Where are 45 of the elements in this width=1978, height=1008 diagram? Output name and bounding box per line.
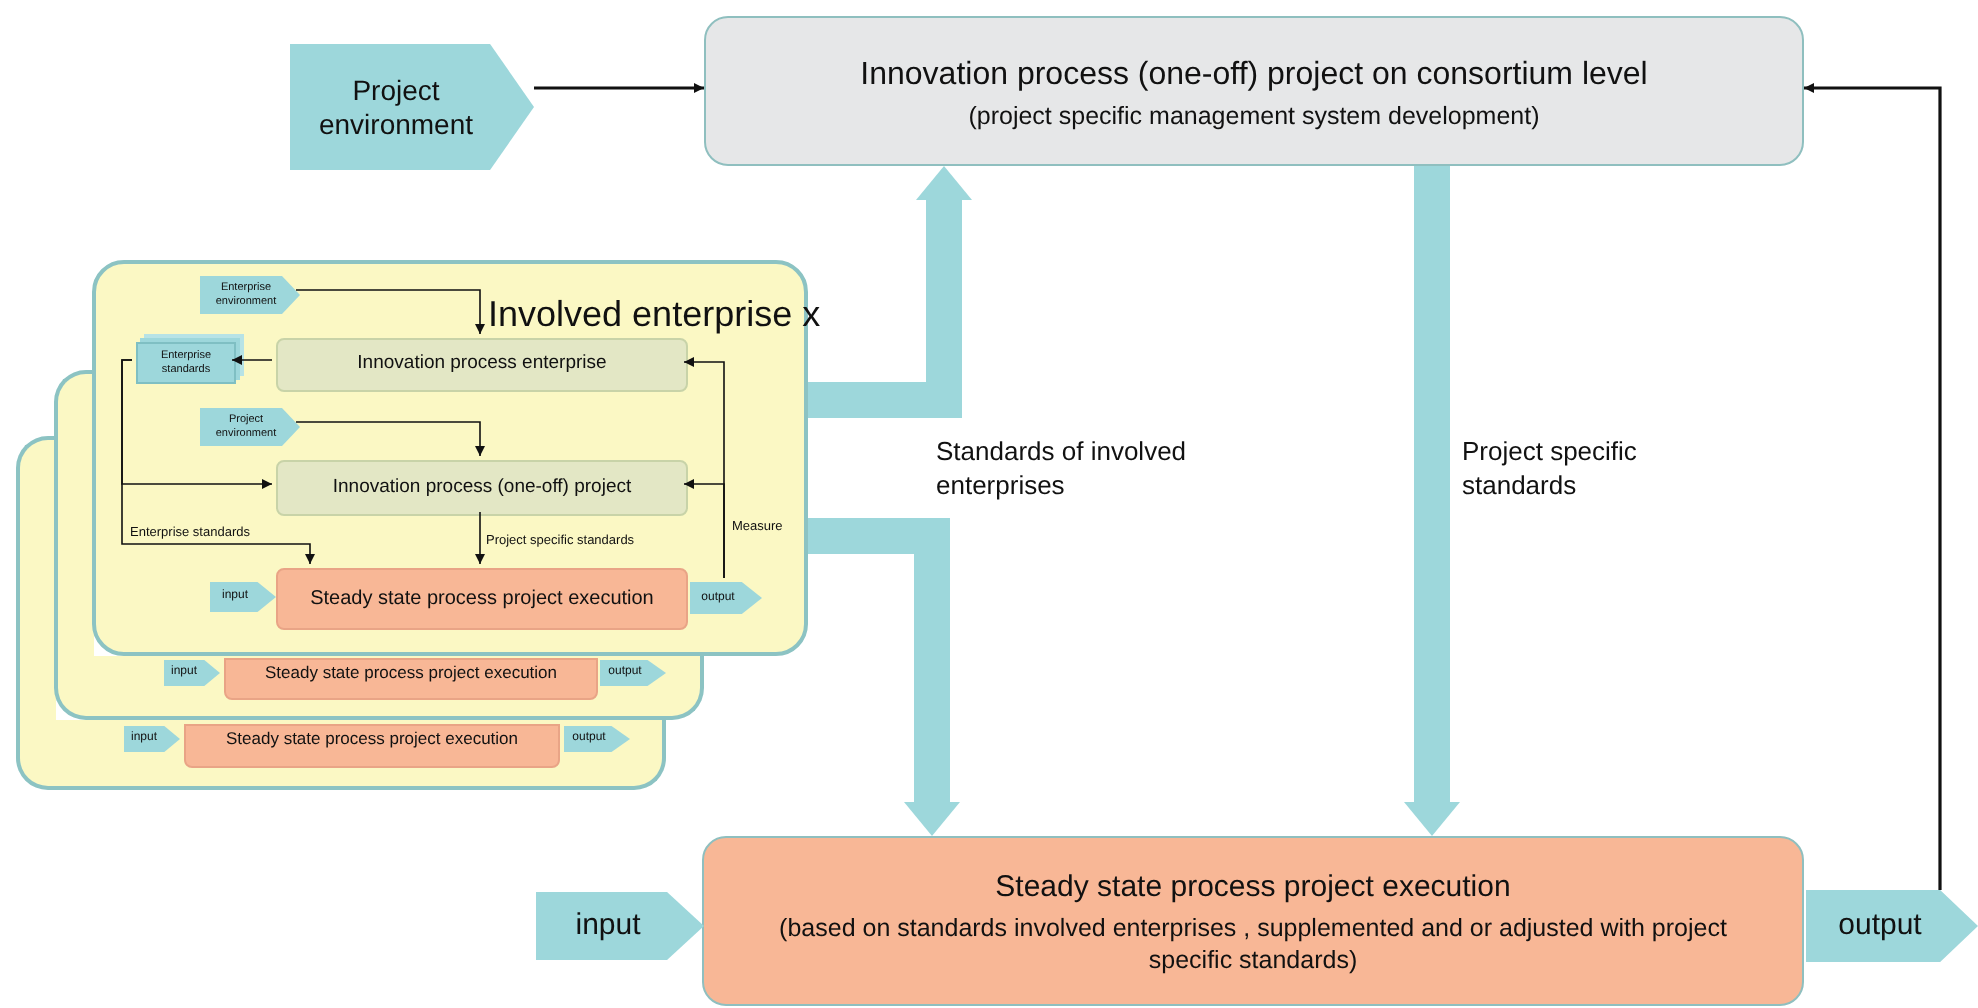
arrow-tag [1806,890,1978,962]
node-label: Innovation process (one-off) project [332,473,632,502]
arrow-tag [210,582,276,612]
node-subtitle: (project specific management system development) [968,99,1540,131]
process-box [276,568,688,630]
block-arrow [1404,166,1460,836]
arrow [475,511,485,565]
process-box [704,16,1804,166]
process-box [224,658,598,700]
node-label: Innovation process enterprise [357,350,607,379]
arrow-tag [200,408,300,446]
enterprise-card [16,720,666,790]
arrow-tag [600,660,666,686]
arrow [683,479,725,579]
arrow-tag [564,726,630,752]
arrow-tag [124,726,180,752]
node-subtitle: (based on standards involved enterprises , supplemented and or adjusted with project specific standards) [777,911,1729,976]
node-label: Steady state process project execution [995,868,1511,909]
enterprise-card [54,656,704,720]
arrow [231,355,273,365]
node-label: Steady state process project execution [310,586,654,614]
process-box [184,724,560,768]
node-label: Innovation process (one-off) project on consortium level [860,55,1648,95]
process-box [276,338,688,392]
arrow-tag [200,276,300,314]
arrow [295,421,485,457]
arrow [1804,83,1942,890]
node-label: Steady state process project execution [226,728,518,752]
block-arrow [808,166,972,418]
edge-label: Project specific standards [1462,434,1639,502]
edge-label: Standards of involved enterprises [936,434,1189,502]
card-title: Involved enterprise x [488,292,821,338]
process-box [276,460,688,516]
node-label: input [575,905,641,946]
arrow [121,359,315,565]
arrow-tag [536,892,704,960]
arrow-tag [290,44,534,170]
arrow-tag [690,582,762,614]
process-box [702,836,1804,1006]
arrow [534,83,704,93]
node-label: output [1838,905,1922,946]
node-label: Project environment [316,73,476,141]
arrow [295,289,485,335]
node-label: Steady state process project execution [265,662,557,686]
arrow-tag [164,660,220,686]
